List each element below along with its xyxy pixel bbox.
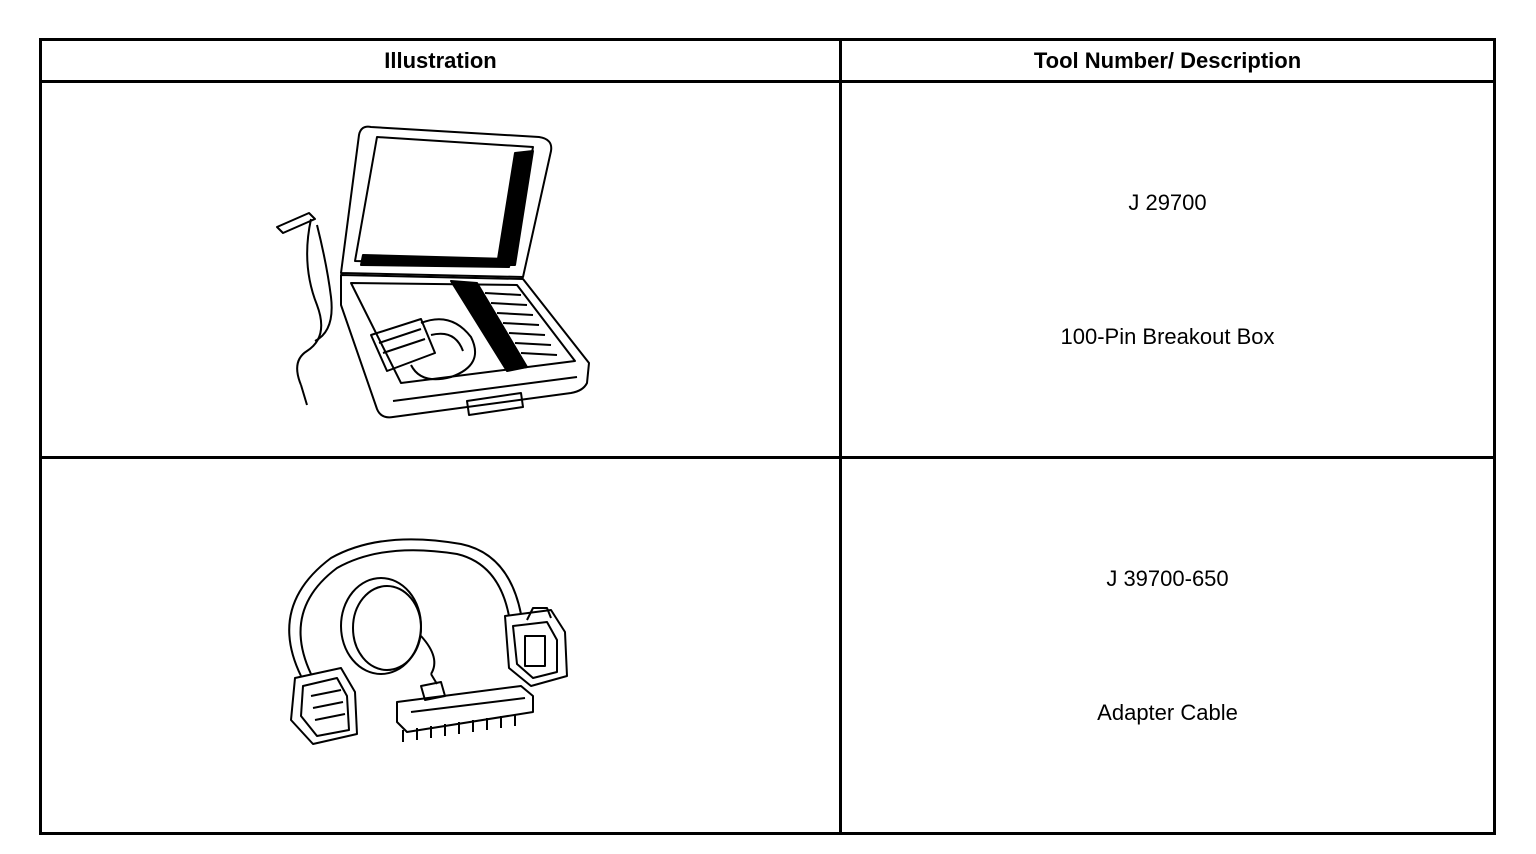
tool-table: Illustration Tool Number/ Description: [39, 38, 1496, 835]
description-cell: J 29700 100-Pin Breakout Box: [839, 80, 1496, 459]
table-row: J 39700-650 Adapter Cable: [39, 456, 1496, 835]
tool-number: J 29700: [1128, 189, 1207, 215]
tool-number: J 39700-650: [1106, 565, 1229, 591]
header-tool-number-description: Tool Number/ Description: [839, 38, 1496, 83]
table-row: J 29700 100-Pin Breakout Box: [39, 80, 1496, 459]
illustration-cell: [39, 456, 842, 835]
description-cell: J 39700-650 Adapter Cable: [839, 456, 1496, 835]
header-illustration: Illustration: [39, 38, 842, 83]
illustration-cell: [39, 80, 842, 459]
tool-description: 100-Pin Breakout Box: [1060, 323, 1275, 349]
breakout-box-case-icon: [275, 125, 590, 418]
tool-description: Adapter Cable: [1097, 699, 1238, 725]
table-header-row: Illustration Tool Number/ Description: [39, 38, 1496, 83]
adapter-cable-icon: [287, 537, 568, 745]
